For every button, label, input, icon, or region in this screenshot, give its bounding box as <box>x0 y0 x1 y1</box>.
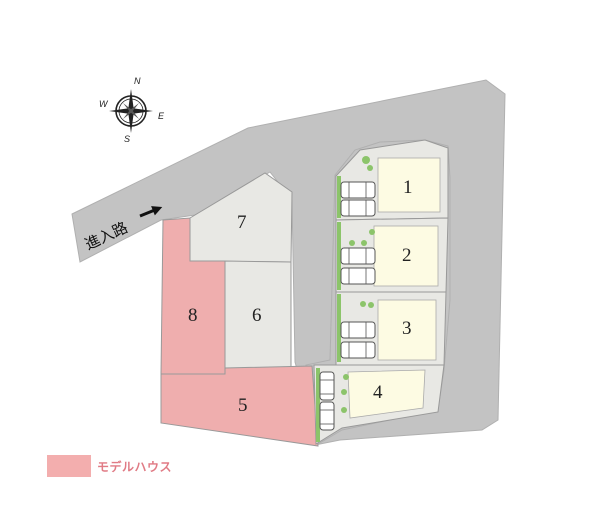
lot-2-label: 2 <box>402 245 412 266</box>
lot-3-label: 3 <box>402 318 412 339</box>
hedges <box>316 156 375 442</box>
legend: モデルハウス <box>47 455 172 477</box>
parking-spaces <box>319 181 376 431</box>
lot-6-label: 6 <box>252 305 262 326</box>
lot-1-label: 1 <box>403 177 413 198</box>
lot-7-label: 7 <box>237 212 247 233</box>
compass-n-label: N <box>134 76 141 86</box>
lot-5[interactable] <box>160 365 319 447</box>
house-3 <box>377 299 437 361</box>
house-1 <box>377 157 441 213</box>
lot-5-label: 5 <box>238 395 248 416</box>
compass-e-label: E <box>158 111 165 121</box>
house-4 <box>347 369 426 419</box>
lot-4-label: 4 <box>373 382 383 403</box>
legend-model-house-label: モデルハウス <box>97 459 173 474</box>
lot-8-label: 8 <box>188 305 198 326</box>
car-icons <box>320 182 367 425</box>
compass-w-label: W <box>99 99 109 109</box>
compass-s-label: S <box>124 134 130 144</box>
compass-rose-icon <box>109 89 153 133</box>
entry-arrow-icon <box>139 206 163 218</box>
house-2 <box>373 225 439 287</box>
legend-model-house-swatch <box>47 455 91 477</box>
